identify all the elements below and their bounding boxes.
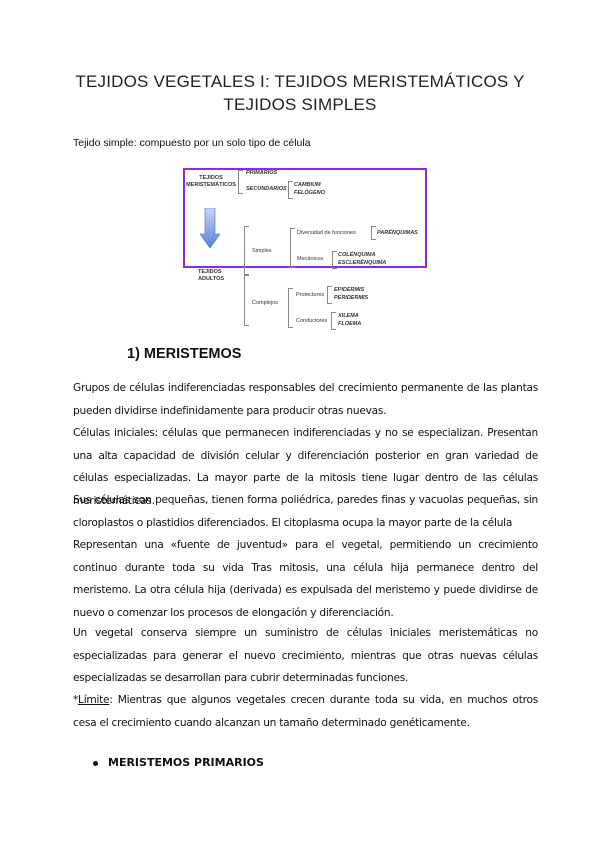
diagram-label-adultos: TEJIDOS ADULTOS [198, 269, 225, 282]
title-line-2: TEJIDOS SIMPLES [223, 95, 377, 114]
asterisk: * [73, 694, 79, 706]
diagram-label-protectores: Protectores [296, 292, 325, 298]
section-heading: 1) MERISTEMOS [127, 346, 242, 362]
diagram-label-simples: Simples [252, 248, 272, 254]
tissue-diagram: TEJIDOS MERISTEMÁTICOS PRIMARIOS SECUNDA… [180, 168, 430, 333]
brace [327, 286, 332, 304]
paragraph-5: Un vegetal conserva siempre un suministr… [73, 627, 538, 684]
diagram-label-felogeno: FELÓGENO [294, 190, 325, 196]
brace [238, 170, 243, 194]
paragraph-2: Células iniciales: células que permanece… [73, 427, 538, 507]
diagram-label-xilema: XILEMA [338, 313, 359, 319]
brace [288, 288, 293, 328]
bullet-dot-icon [93, 760, 98, 766]
diagram-label-meristematicos: TEJIDOS MERISTEMÁTICOS [186, 175, 236, 188]
diagram-label-mecanicos: Mecánicos [297, 256, 324, 262]
diagram-label-complejos: Complejos [252, 300, 278, 306]
paragraph-6: *Límite: Mientras que algunos vegetales … [73, 689, 538, 734]
diagram-label-primarios: PRIMARIOS [246, 170, 278, 176]
brace [290, 228, 295, 268]
paragraph-1: Grupos de células indiferenciadas respon… [73, 382, 538, 417]
paragraph-4: Representan una «fuente de juventud» par… [73, 539, 538, 619]
bullet-heading: MERISTEMOS PRIMARIOS [93, 756, 264, 769]
diagram-label-esclerenquima: ESCLERÉNQUIMA [338, 260, 387, 266]
diagram-label-peridermis: PERIDERMIS [334, 295, 369, 301]
diagram-label-epidermis: EPIDERMIS [334, 287, 365, 293]
diagram-label-colenquima: COLÉNQUIMA [338, 252, 376, 258]
highlight-frame [183, 168, 427, 268]
brace [371, 226, 376, 240]
document-title: TEJIDOS VEGETALES I: TEJIDOS MERISTEMÁTI… [60, 70, 540, 116]
intro-text: Tejido simple: compuesto por un solo tip… [73, 137, 311, 149]
diagram-label-secundarios: SECUNDARIOS [246, 186, 287, 192]
brace [331, 312, 336, 330]
diagram-label-conductores: Conductores [296, 318, 328, 324]
diagram-label-floema: FLOEMA [338, 321, 362, 327]
paragraph-3: Sus células son pequeñas, tienen forma p… [73, 494, 538, 529]
limit-term: Límite [78, 694, 110, 706]
brace [244, 226, 249, 276]
diagram-label-diversidad: Diversidad de funciones [297, 230, 356, 236]
down-arrow-icon [200, 208, 220, 248]
brace [288, 181, 293, 199]
title-line-1: TEJIDOS VEGETALES I: TEJIDOS MERISTEMÁTI… [75, 72, 525, 91]
limit-text: : Mientras que algunos vegetales crecen … [73, 694, 538, 729]
bullet-heading-text: MERISTEMOS PRIMARIOS [108, 756, 264, 769]
brace [244, 274, 249, 326]
brace [332, 251, 337, 269]
diagram-label-cambium: CAMBIUM [294, 182, 321, 188]
diagram-label-parenquimas: PARÉNQUIMAS [377, 230, 418, 236]
